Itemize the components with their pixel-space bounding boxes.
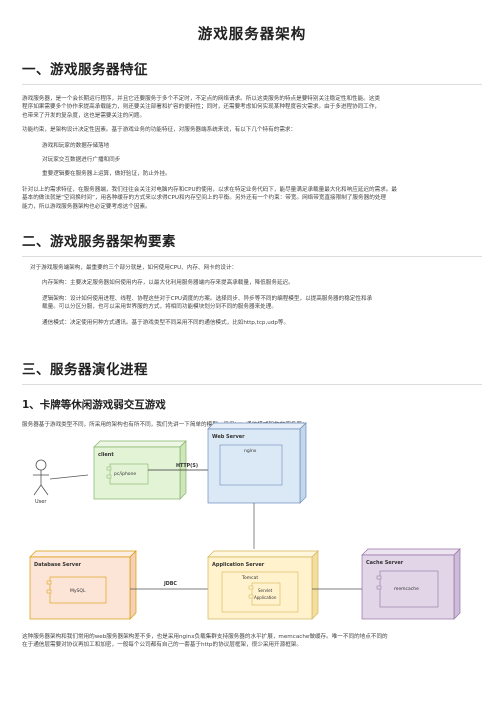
pcphone-label: pc/iphone	[114, 471, 136, 477]
memcache-label: memcache	[394, 586, 419, 592]
section1-body: 游戏服务器，是一个会长期运行程序，并且它还要服务于多个不定时，不定点的网络请求。…	[22, 95, 482, 211]
element-item-logic-line2: 载量。可以分区分服，也可以采用世界服的方式，将相同功能模块划分到不同的服务器来处…	[42, 304, 277, 311]
section1-paragraph1-line2: 程序如果需要多个协作来提高承载能力，则还要关注部署和扩容的便利性；同时，还需要考…	[22, 104, 381, 111]
application-server-label: Application Server	[212, 562, 265, 568]
section3-subheading: 1、卡牌等休闲游戏弱交互游戏	[22, 399, 166, 412]
client-label: client	[98, 452, 114, 458]
page-title: 游戏服务器架构	[197, 27, 307, 43]
section3-bottom-paragraph: 这种服务器架构和我们常用的web服务器架构差不多，也是采用nginx负载集群支持…	[22, 633, 484, 650]
bottom-paragraph-line2: 在于通信层需要对协议再加工和加密，一般每个公司都有自己的一套基于http的协议层…	[22, 642, 302, 649]
section3-divider	[22, 384, 482, 386]
user-label: User	[35, 499, 47, 505]
client-node: client pc/iphone	[93, 440, 187, 500]
jdbc-label: JDBC	[163, 581, 177, 587]
cache-server-node: Cache Server memcache	[361, 548, 461, 620]
cache-server-label: Cache Server	[366, 560, 404, 566]
servlet-label: Servlet	[258, 588, 273, 593]
section1-paragraph3-line2: 基本的做法就是“空间换时间”，用各种缓存的方式来以求得CPU和内存空间上的平衡。…	[22, 195, 386, 202]
web-server-node: Web Server nginx	[207, 422, 307, 504]
section3-intro-paragraph: 服务器基于游戏类型不同，所采用的架构也有所不同，我们先讲一下简单的模型，采用ht…	[22, 422, 308, 429]
element-item-communication: 通信模式：决定使用何种方式通讯。基于游戏类型不同采用不同的通信模式，比如http…	[42, 319, 290, 326]
section3-heading: 三、服务器演化进程	[22, 362, 148, 379]
section1-heading: 一、游戏服务器特征	[22, 62, 148, 78]
tomcat-label: Tomcat	[241, 575, 258, 581]
section1-paragraph3-line3: 能力，所以游戏服务器架构也必定要考虑这个因素。	[22, 203, 151, 210]
requirement-item: 重要逻辑要在服务器上运算，做好验证，防止外挂。	[42, 171, 171, 178]
section1-paragraph3-line1: 针对以上的需求特征，在服务器端，我们往往会关注对电脑内存和CPU的使用，以求在特…	[22, 186, 397, 193]
nginx-label: nginx	[244, 448, 257, 454]
database-server-label: Database Server	[34, 562, 81, 568]
section2-body: 对于游戏服务端架构，最重要的三个部分就是，如何使用CPU、内存、网卡的设计： 内…	[22, 264, 482, 327]
user-to-client-connector	[49, 474, 89, 480]
section1-paragraph1-line1: 游戏服务器，是一个会长期运行程序，并且它还要服务于多个不定时，不定点的网络请求。…	[22, 96, 381, 102]
http-label: HTTP(S)	[176, 463, 198, 469]
application-label: Application	[254, 595, 277, 600]
element-item-logic-line1: 逻辑架构：设计如何使用进程、线程、协程这些对于CPU调度的方案。选择同步、异步等…	[42, 295, 373, 302]
architecture-diagram: User client pc/iphone HTTP(S) Web Server…	[29, 422, 461, 620]
section1-paragraph2: 功能约束，是架构设计决定性因素。基于游戏业务的功能特征，对服务器端系统来说，有以…	[22, 127, 297, 134]
element-item-memory: 内存架构：主要决定服务器如何使用内存，以最大化利用服务器端内存来提高承载量，降低…	[42, 280, 294, 287]
requirement-item: 游戏和玩家的数据存储落地	[42, 142, 110, 149]
database-server-node: Database Server MySQL	[29, 550, 137, 620]
web-server-label: Web Server	[212, 434, 245, 440]
section2-intro: 对于游戏服务端架构，最重要的三个部分就是，如何使用CPU、内存、网卡的设计：	[30, 265, 238, 272]
requirement-item: 对玩家交互数据进行广播和同步	[42, 157, 121, 164]
section1-divider	[22, 84, 482, 85]
section2-divider	[22, 256, 482, 258]
bottom-paragraph-line1: 这种服务器架构和我们常用的web服务器架构差不多，也是采用nginx负载集群支持…	[22, 634, 388, 640]
user-actor-icon	[33, 459, 49, 496]
section1-paragraph1-line3: 也带来了开发的复杂度，这也是需要关注的问题。	[22, 112, 146, 119]
application-server-node: Application Server Tomcat Servlet Applic…	[207, 550, 319, 620]
mysql-label: MySQL	[70, 588, 86, 594]
section2-heading: 二、游戏服务器架构要素	[22, 234, 176, 251]
